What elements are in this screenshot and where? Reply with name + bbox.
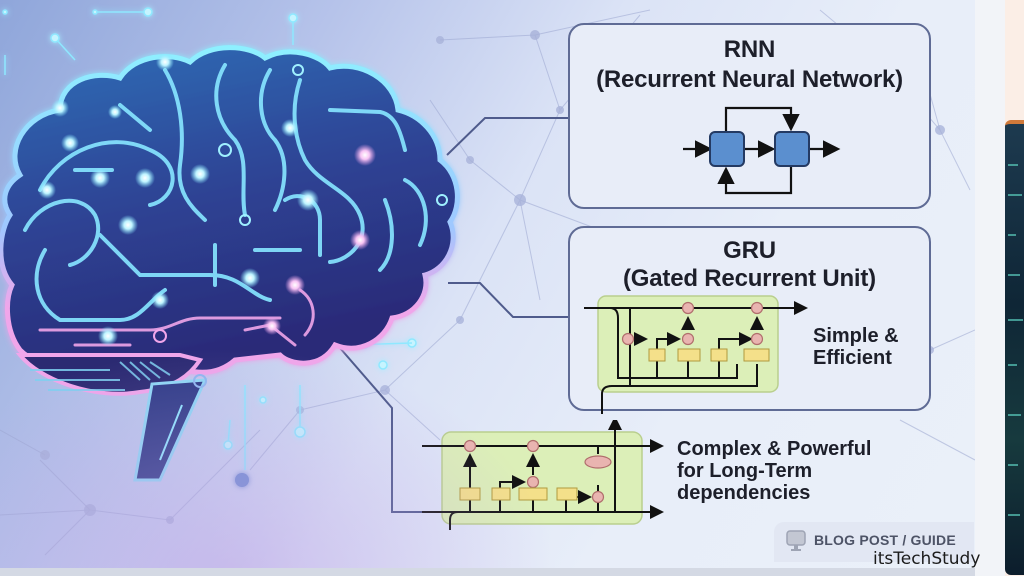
gru-description-line2: Efficient (813, 347, 892, 369)
bottom-strip (0, 568, 975, 576)
lstm-description: Complex & Powerful for Long-Term depende… (677, 438, 871, 504)
gru-description-line1: Simple & (813, 325, 899, 347)
site-watermark: itsTechStudy (873, 549, 981, 569)
lstm-description-line1: Complex & Powerful (677, 438, 872, 460)
rnn-cell-1 (709, 131, 745, 167)
lstm-gate-node (591, 490, 605, 504)
gru-description: Simple & Efficient (813, 325, 899, 369)
badge-label: BLOG POST / GUIDE (814, 532, 956, 548)
connector-lines (339, 117, 568, 513)
lstm-gate-box (518, 487, 548, 501)
gru-subtitle: (Gated Recurrent Unit) (623, 265, 876, 292)
lstm-diagram (422, 420, 664, 530)
lstm-gate-node (526, 475, 540, 489)
gru-gate-box (743, 348, 770, 362)
rnn-diagram (683, 106, 841, 195)
lstm-gate-node (526, 439, 540, 453)
gru-gate-node (621, 332, 635, 346)
gru-gate-node (681, 301, 695, 315)
gru-gate-node (750, 301, 764, 315)
gru-gate-node (681, 332, 695, 346)
blog-post-badge: BLOG POST / GUIDE (774, 522, 974, 562)
adjacent-image-edge (975, 0, 1024, 576)
rnn-subtitle: (Recurrent Neural Network) (596, 66, 903, 93)
rnn-top-loop (724, 106, 800, 132)
lstm-gate-box (459, 487, 481, 501)
rnn-cell-2 (774, 131, 810, 167)
lstm-description-line2: for Long-Term (677, 460, 813, 482)
illustration-canvas: RNN (Recurrent Neural Network) GRU (Gate… (0, 0, 975, 576)
rnn-title: RNN (723, 36, 776, 63)
gru-diagram (584, 295, 808, 414)
lstm-description-line3: dependencies (677, 482, 811, 504)
gru-gate-box (648, 348, 666, 362)
gru-gate-box (677, 348, 701, 362)
circuit-dots (2, 7, 417, 487)
rnn-panel: RNN (Recurrent Neural Network) (568, 23, 931, 209)
lstm-gate-box (491, 487, 511, 501)
brain (0, 45, 460, 482)
rnn-bottom-loop (717, 166, 793, 195)
lstm-cell-body (441, 431, 643, 525)
gru-gate-node (750, 332, 764, 346)
gru-title: GRU (723, 237, 776, 264)
lstm-gate-node (463, 439, 477, 453)
gru-gate-box (710, 348, 728, 362)
lstm-gate-box (556, 487, 578, 501)
code-screen-thumbnail (1005, 120, 1024, 575)
monitor-icon (786, 530, 806, 551)
brain-illustration (0, 7, 975, 556)
lstm-tanh-node (584, 455, 612, 469)
